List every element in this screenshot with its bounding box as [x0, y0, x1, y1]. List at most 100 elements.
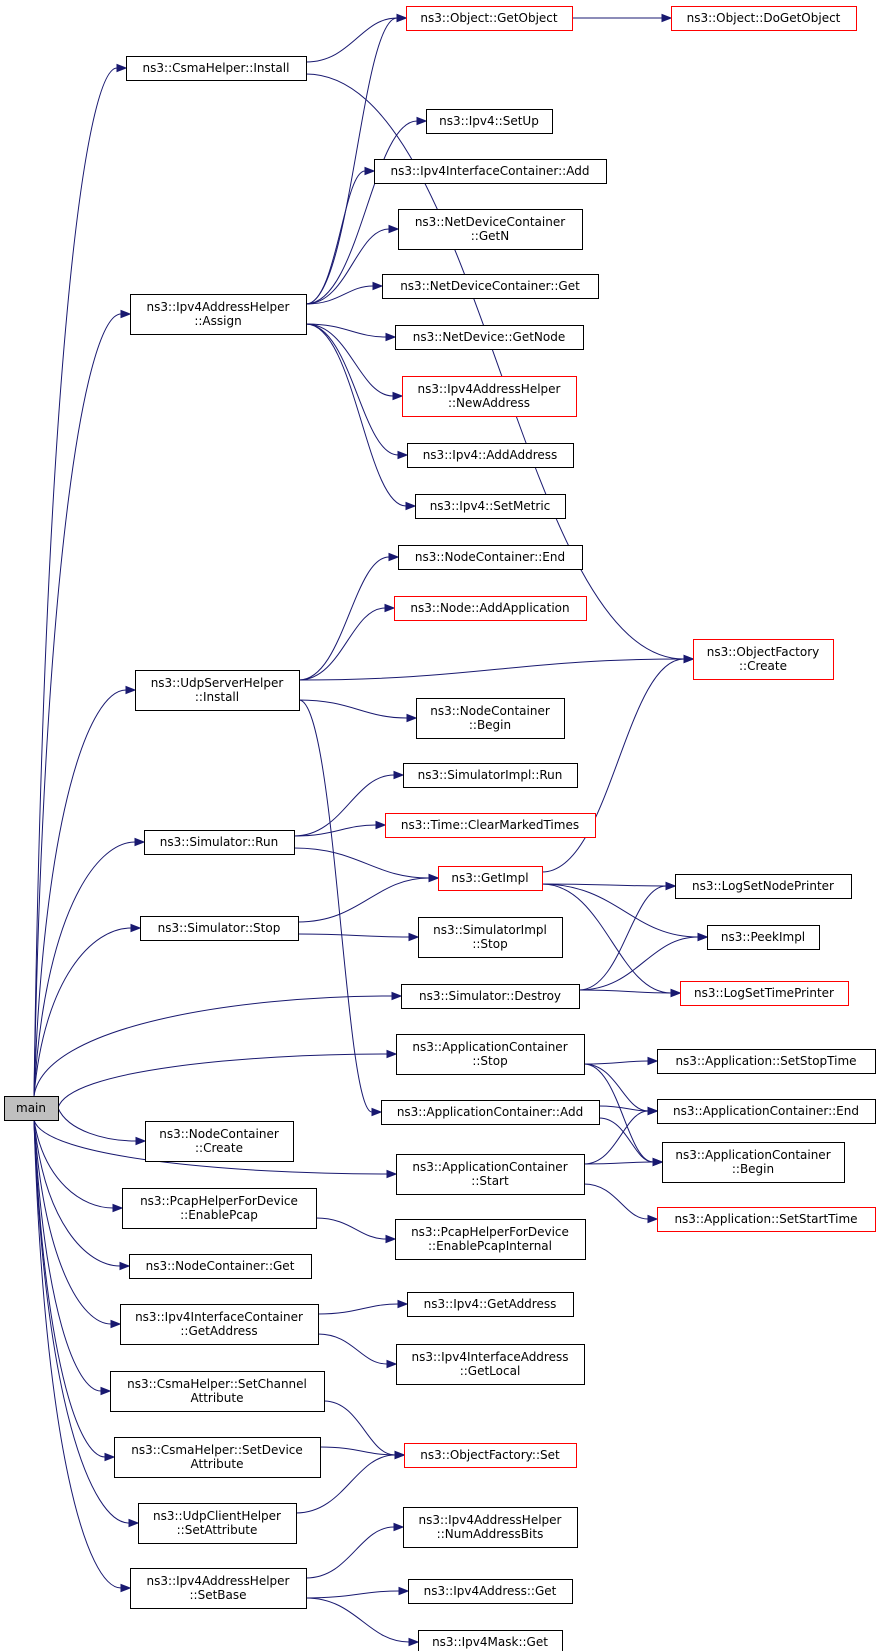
node-label: ::Start — [471, 1174, 509, 1188]
node-box — [374, 159, 607, 184]
node-label: ns3::SimulatorImpl — [433, 923, 547, 937]
edge-arrowhead — [683, 654, 695, 664]
edge-main-to-nc_create — [57, 1107, 147, 1146]
node-ipv4ah_numbits[interactable]: ns3::Ipv4AddressHelper::NumAddressBits — [403, 1507, 578, 1548]
edge-line — [305, 285, 374, 305]
node-ipv4addr_get[interactable]: ns3::Ipv4Address::Get — [408, 1579, 573, 1604]
node-peekimpl[interactable]: ns3::PeekImpl — [707, 925, 820, 950]
node-ndc_getn[interactable]: ns3::NetDeviceContainer::GetN — [398, 209, 583, 250]
node-simimpl_stop[interactable]: ns3::SimulatorImpl::Stop — [418, 917, 563, 958]
node-app_setstarttime[interactable]: ns3::Application::SetStartTime — [657, 1207, 876, 1232]
node-label: ns3::Ipv4::AddAddress — [423, 448, 558, 462]
edge-arrowhead — [110, 1319, 122, 1329]
node-box — [404, 1443, 577, 1468]
edge-sim_destroy-to-lognodeprinter — [578, 881, 677, 991]
node-logtimeprinter[interactable]: ns3::LogSetTimePrinter — [680, 981, 849, 1006]
node-nd_getnode[interactable]: ns3::NetDevice::GetNode — [395, 325, 584, 350]
edge-csma_setdevice-to-objfactory_set — [319, 1446, 406, 1460]
node-objfactory_set[interactable]: ns3::ObjectFactory::Set — [404, 1443, 577, 1468]
node-nc_create[interactable]: ns3::NodeContainer::Create — [145, 1121, 294, 1162]
node-pcap_enable[interactable]: ns3::PcapHelperForDevice::EnablePcap — [122, 1188, 317, 1229]
node-label: ns3::PeekImpl — [721, 930, 805, 944]
node-box — [396, 1154, 585, 1195]
node-ipv4ia_getlocal[interactable]: ns3::Ipv4InterfaceAddress::GetLocal — [396, 1344, 585, 1385]
edge-line — [305, 228, 390, 305]
node-sim_run[interactable]: ns3::Simulator::Run — [144, 830, 295, 855]
node-ipv4ic_getaddress[interactable]: ns3::Ipv4InterfaceContainer::GetAddress — [120, 1304, 319, 1345]
edge-line — [541, 883, 699, 938]
edge-line — [298, 658, 685, 681]
node-sim_destroy[interactable]: ns3::Simulator::Destroy — [401, 984, 580, 1009]
node-box — [129, 1254, 312, 1279]
node-box — [680, 981, 849, 1006]
node-time_clear[interactable]: ns3::Time::ClearMarkedTimes — [385, 813, 596, 838]
edge-arrowhead — [120, 309, 132, 319]
node-udpserver_install[interactable]: ns3::UdpServerHelper::Install — [135, 670, 300, 711]
edge-arrowhead — [130, 923, 142, 933]
node-ipv4_setup[interactable]: ns3::Ipv4::SetUp — [426, 109, 553, 134]
node-ipv4ic_add[interactable]: ns3::Ipv4InterfaceContainer::Add — [374, 159, 607, 184]
edge-line — [541, 883, 667, 887]
node-node_addapp[interactable]: ns3::Node::AddApplication — [394, 596, 587, 621]
nodes-layer: main ns3::CsmaHelper::Install ns3::Object:… — [4, 6, 876, 1651]
node-lognodeprinter[interactable]: ns3::LogSetNodePrinter — [675, 874, 852, 899]
node-ipv4_setmetric[interactable]: ns3::Ipv4::SetMetric — [415, 494, 566, 519]
node-udpclient_setattr[interactable]: ns3::UdpClientHelper::SetAttribute — [138, 1503, 297, 1544]
edge-pcap_enable-to-pcap_internal — [315, 1217, 397, 1244]
node-box — [120, 1304, 319, 1345]
node-app_setstoptime[interactable]: ns3::Application::SetStopTime — [657, 1049, 876, 1074]
node-appc_start[interactable]: ns3::ApplicationContainer::Start — [396, 1154, 585, 1195]
node-appc_begin[interactable]: ns3::ApplicationContainer::Begin — [662, 1142, 845, 1183]
node-label: ns3::ObjectFactory — [707, 645, 820, 659]
edge-arrowhead — [428, 873, 440, 883]
edge-arrowhead — [125, 685, 137, 695]
node-label: ns3::Simulator::Run — [160, 835, 278, 849]
edge-arrowhead — [647, 1106, 659, 1116]
node-label: ns3::ApplicationContainer — [412, 1040, 567, 1054]
node-ipv4ah_setbase[interactable]: ns3::Ipv4AddressHelper::SetBase — [130, 1568, 307, 1609]
node-nc_end[interactable]: ns3::NodeContainer::End — [398, 545, 583, 570]
node-dogetobject[interactable]: ns3::Object::DoGetObject — [671, 6, 857, 31]
edge-line — [598, 1117, 654, 1163]
node-ipv4mask_get[interactable]: ns3::Ipv4Mask::Get — [418, 1630, 563, 1651]
edge-appc_stop-to-app_setstoptime — [583, 1056, 659, 1066]
edge-line — [305, 323, 399, 456]
node-simimpl_run[interactable]: ns3::SimulatorImpl::Run — [403, 763, 578, 788]
node-nc_begin[interactable]: ns3::NodeContainer::Begin — [416, 698, 565, 739]
edge-line — [298, 699, 373, 1113]
node-box — [415, 494, 566, 519]
node-label: ns3::LogSetTimePrinter — [694, 986, 834, 1000]
edge-main-to-appc_stop — [57, 1049, 398, 1109]
node-pcap_internal[interactable]: ns3::PcapHelperForDevice::EnablePcapInte… — [395, 1219, 586, 1260]
node-label: ::Begin — [732, 1162, 774, 1176]
node-ndc_get[interactable]: ns3::NetDeviceContainer::Get — [382, 274, 599, 299]
node-appc_stop[interactable]: ns3::ApplicationContainer::Stop — [396, 1034, 585, 1075]
node-ipv4_getaddress[interactable]: ns3::Ipv4::GetAddress — [407, 1292, 574, 1317]
node-sim_stop[interactable]: ns3::Simulator::Stop — [140, 916, 299, 941]
edge-udpserver_install-to-objfactory_create — [298, 654, 695, 681]
edge-main-to-nc_get — [33, 1119, 131, 1271]
node-getobject[interactable]: ns3::Object::GetObject — [406, 6, 573, 31]
node-appc_end[interactable]: ns3::ApplicationContainer::End — [657, 1099, 876, 1124]
node-label: ns3::NodeContainer::Get — [146, 1259, 295, 1273]
node-objfactory_create[interactable]: ns3::ObjectFactory::Create — [693, 639, 834, 680]
edge-arrowhead — [119, 1261, 131, 1271]
node-main[interactable]: main — [4, 1096, 59, 1121]
node-ipv4_addaddress[interactable]: ns3::Ipv4::AddAddress — [407, 443, 574, 468]
edge-main-to-udpserver_install — [33, 685, 137, 1097]
edge-line — [298, 607, 386, 681]
node-label: ns3::Ipv4InterfaceContainer — [135, 1310, 303, 1324]
edge-arrowhead — [394, 1450, 406, 1460]
node-getimpl[interactable]: ns3::GetImpl — [438, 866, 543, 891]
node-csma_install[interactable]: ns3::CsmaHelper::Install — [126, 56, 307, 81]
edge-arrowhead — [406, 713, 418, 723]
node-ipv4ah_assign[interactable]: ns3::Ipv4AddressHelper::Assign — [130, 294, 307, 335]
node-nc_get[interactable]: ns3::NodeContainer::Get — [129, 1254, 312, 1279]
node-box — [126, 56, 307, 81]
edge-arrowhead — [665, 881, 677, 891]
node-appc_add[interactable]: ns3::ApplicationContainer::Add — [381, 1100, 600, 1125]
edge-line — [305, 73, 685, 660]
node-ipv4ah_newaddress[interactable]: ns3::Ipv4AddressHelper::NewAddress — [402, 376, 577, 417]
